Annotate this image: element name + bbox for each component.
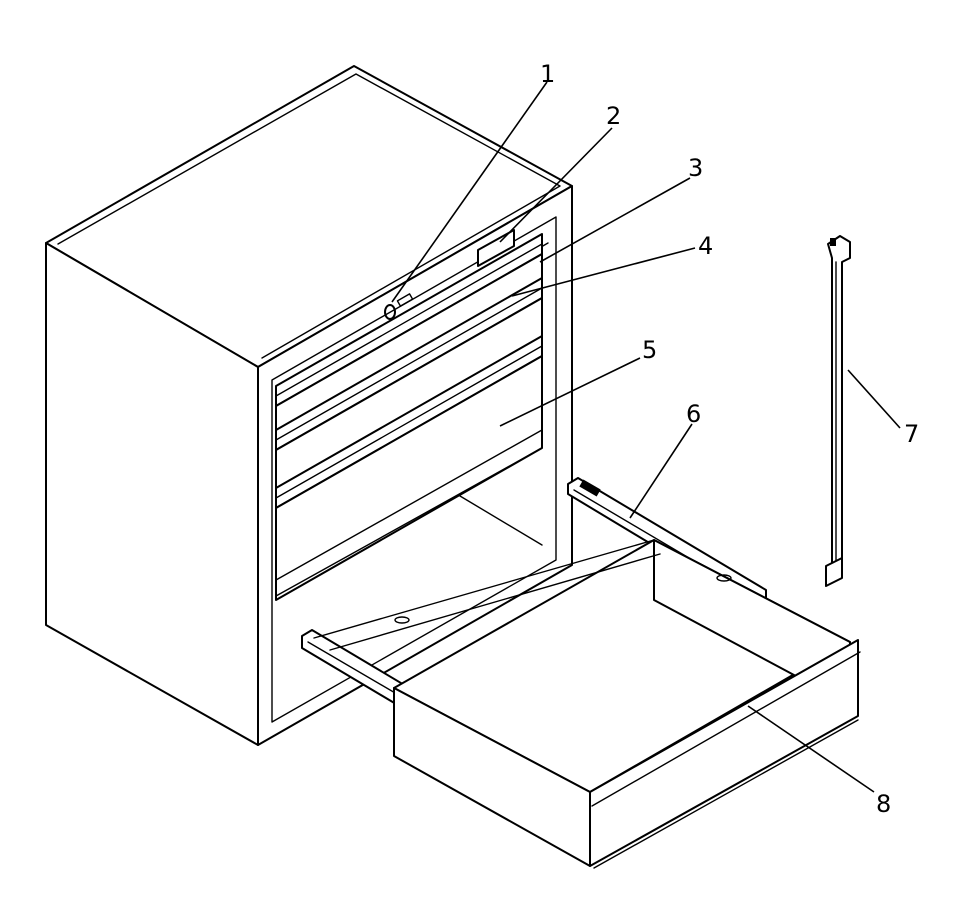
open-drawer: [313, 539, 861, 869]
callout-3: 3: [688, 154, 703, 182]
callout-4: 4: [698, 232, 713, 260]
callout-1: 1: [540, 60, 555, 88]
side-rail-bracket: [825, 235, 851, 587]
callout-7: 7: [904, 420, 919, 448]
label-plate-part: [477, 229, 515, 267]
leader-lines: [391, 81, 901, 793]
callouts: 1 2 3 4 5 6 7 8: [540, 60, 919, 818]
cabinet-drawers: [275, 233, 543, 601]
callout-6: 6: [686, 400, 701, 428]
callout-2: 2: [606, 102, 621, 130]
lock-part: [384, 293, 414, 320]
callout-5: 5: [642, 336, 657, 364]
callout-8: 8: [876, 790, 891, 818]
